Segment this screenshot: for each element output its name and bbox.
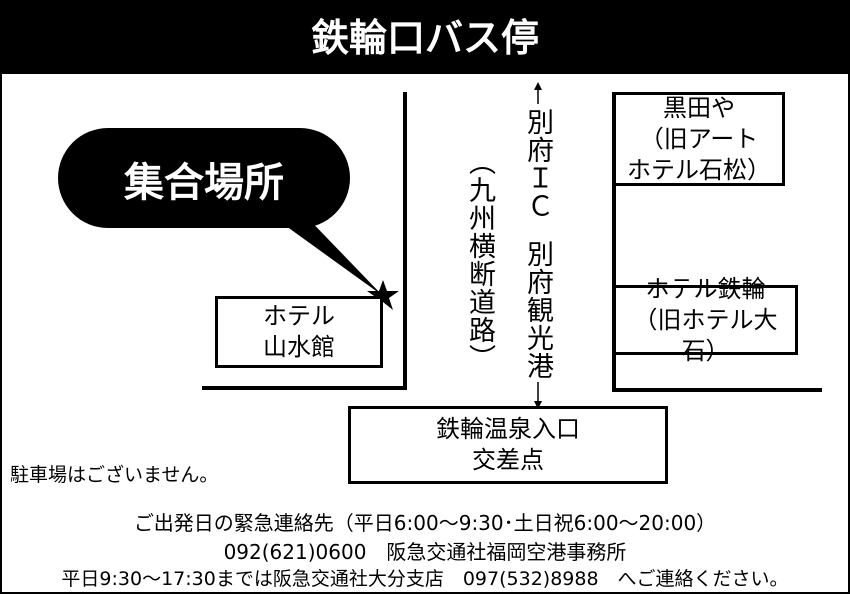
landmark-label: ホテル鉄輪 <box>645 274 766 303</box>
emergency-contact-line: 平日9:30～17:30までは阪急交通社大分支店 097(532)8988 へご… <box>61 568 789 590</box>
meeting-point-label: 集合場所 <box>124 160 284 206</box>
landmark-sansuikan: ホテル 山水館 <box>215 296 383 368</box>
road-edge <box>612 388 822 392</box>
road-label: （九州横断道路） <box>464 148 495 372</box>
landmark-label: （旧アート <box>639 124 759 153</box>
landmark-hotel-kannawa: ホテル鉄輪 （旧ホテル大石） <box>613 275 798 365</box>
road-edge <box>403 92 407 390</box>
landmark-label: 山水館 <box>263 333 335 361</box>
parking-note: 駐車場はございません。 <box>10 464 219 486</box>
page-title: 鉄輪口バス停 <box>0 0 850 74</box>
arrow-up-icon <box>534 82 542 90</box>
star-icon <box>367 280 399 310</box>
landmark-label: 交差点 <box>472 446 544 474</box>
direction-arrows <box>534 82 542 409</box>
emergency-contact-line: 092(621)0600 阪急交通社福岡空港事務所 <box>223 540 627 564</box>
landmark-kuroda: 黒田や （旧アート ホテル石松） <box>613 92 785 186</box>
landmark-intersection: 鉄輪温泉入口 交差点 <box>348 406 668 484</box>
direction-bottom-label: 別府観光港 <box>522 240 553 380</box>
landmark-label: ホテル石松） <box>627 155 771 184</box>
landmark-label: （旧ホテル大石） <box>633 305 778 365</box>
road-edge <box>612 92 616 392</box>
landmark-label: 黒田や <box>663 93 735 122</box>
landmark-label: 鉄輪温泉入口 <box>436 415 580 443</box>
arrow-down-icon <box>534 401 542 409</box>
emergency-contact-line: ご出発日の緊急連絡先（平日6:00～9:30･土日祝6:00～20:00） <box>133 511 717 535</box>
landmark-label: ホテル <box>263 302 335 330</box>
road-edge <box>202 386 407 390</box>
direction-top-label: 別府ＩＣ <box>522 108 553 220</box>
